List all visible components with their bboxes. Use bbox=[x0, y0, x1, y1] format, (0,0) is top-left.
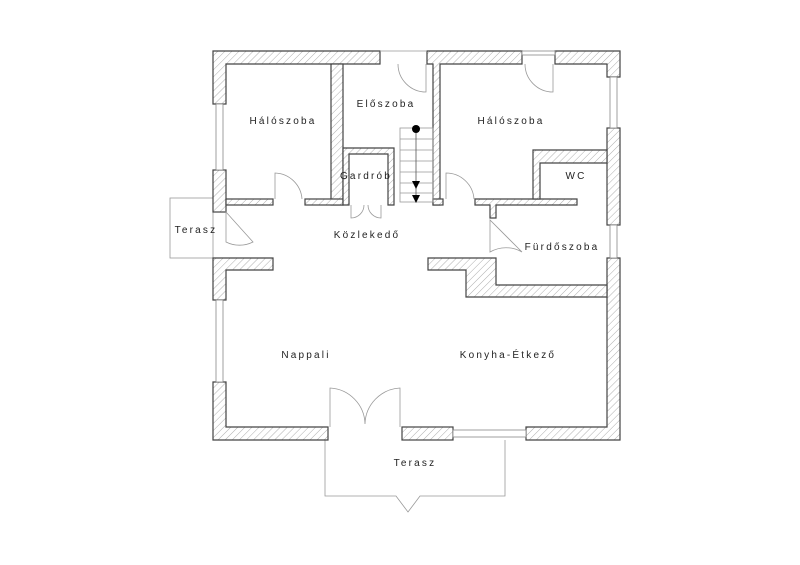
windows bbox=[215, 50, 618, 438]
room-label-kitchen: Konyha-Étkező bbox=[460, 348, 556, 361]
room-label-wardrobe: Gardrób bbox=[340, 171, 392, 182]
room-label-bedroom-right: Hálószoba bbox=[477, 116, 544, 127]
staircase bbox=[399, 125, 434, 203]
room-label-side-terrace: Terasz bbox=[175, 225, 218, 236]
room-label-wc: WC bbox=[565, 171, 586, 182]
interior-walls bbox=[225, 63, 608, 298]
room-label-living: Nappali bbox=[281, 350, 330, 361]
stair-arrow-icon bbox=[412, 195, 420, 203]
room-label-corridor: Közlekedő bbox=[334, 230, 401, 241]
front-terrace-outline bbox=[324, 440, 506, 513]
exterior-walls bbox=[212, 50, 621, 441]
doors bbox=[225, 63, 554, 427]
room-label-bedroom-left: Hálószoba bbox=[249, 116, 316, 127]
stair-arrow-icon bbox=[412, 181, 420, 189]
side-terrace-outline bbox=[169, 197, 214, 259]
room-label-hall: Előszoba bbox=[357, 99, 416, 110]
stair-start-dot-icon bbox=[412, 125, 420, 133]
room-label-bathroom: Fürdőszoba bbox=[525, 242, 600, 253]
room-label-front-terrace: Terasz bbox=[394, 458, 437, 469]
